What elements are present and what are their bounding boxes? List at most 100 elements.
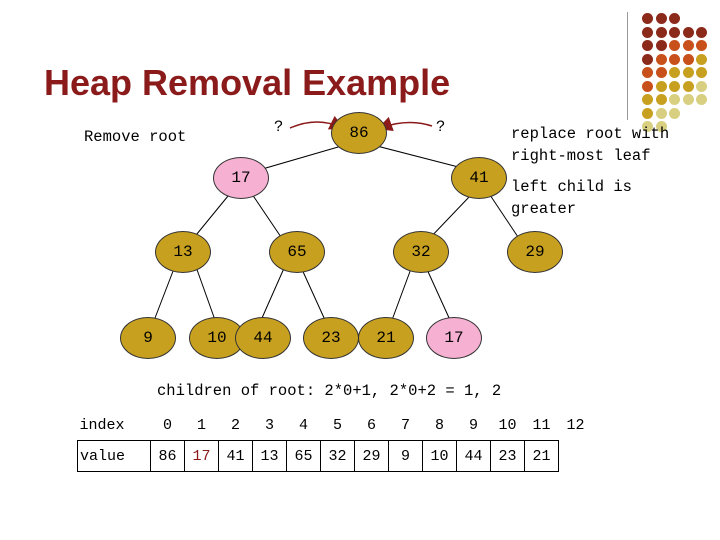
decorative-dot (682, 67, 694, 78)
tree-node-65: 65 (269, 231, 325, 273)
edge-86-17 (251, 144, 346, 173)
index-cell: 0 (162, 416, 172, 434)
decorative-dot (669, 53, 680, 65)
note-greater-line1: left child is (511, 178, 632, 196)
index-cell: 2 (230, 416, 240, 434)
index-cell: 11 (532, 416, 551, 434)
note-greater-line2: greater (511, 200, 577, 218)
decorative-dot (696, 53, 707, 65)
tree-node-13: 13 (155, 231, 211, 273)
edge-13-10 (194, 263, 216, 321)
index-cell: 9 (468, 416, 478, 434)
tree-node-32: 32 (393, 231, 449, 273)
index-cell: 8 (434, 416, 444, 434)
edge-17-65 (251, 193, 284, 241)
value-cell: 21 (524, 440, 559, 472)
value-row: value 86 17 41 13 65 32 29 9 10 44 23 21 (77, 440, 594, 472)
question-mark-left: ? (274, 118, 284, 136)
value-cell: 86 (150, 440, 185, 472)
index-header: index (79, 416, 125, 434)
decorative-dot (682, 40, 694, 51)
edge-41-32 (427, 195, 471, 241)
decorative-dot (642, 53, 653, 65)
index-cell: 6 (366, 416, 376, 434)
question-mark-right: ? (436, 118, 446, 136)
decorative-dot (655, 80, 667, 92)
heap-array-table: index 0 1 2 3 4 5 6 7 8 9 10 11 12 value… (77, 410, 594, 472)
decorative-dot (642, 80, 653, 92)
value-cell (559, 441, 594, 472)
value-cell: 29 (354, 440, 389, 472)
tree-node-root: 86 (331, 112, 387, 154)
value-cell: 32 (320, 440, 355, 472)
decorative-dot (669, 67, 680, 78)
note-replace-line1: replace root with (511, 125, 670, 143)
tree-node-29: 29 (507, 231, 563, 273)
tree-node-44: 44 (235, 317, 291, 359)
value-cell: 65 (286, 440, 321, 472)
value-cell: 41 (218, 440, 253, 472)
remove-root-label: Remove root (84, 128, 187, 146)
decorative-dot (655, 107, 667, 119)
index-row: index 0 1 2 3 4 5 6 7 8 9 10 11 12 (78, 410, 594, 441)
edge-65-23 (299, 264, 326, 321)
decorative-dot (655, 121, 667, 132)
decorative-dot (655, 94, 667, 105)
arrow-right-question (377, 116, 433, 132)
tree-node-21: 21 (358, 317, 414, 359)
decorative-dot (642, 107, 653, 119)
decorative-dot (642, 26, 653, 38)
decorative-dot (669, 40, 680, 51)
decorative-dot (642, 13, 653, 24)
decorative-dot (669, 26, 680, 38)
index-cell: 4 (298, 416, 308, 434)
decorative-dot (642, 94, 653, 105)
tree-node-left-child: 17 (213, 157, 269, 199)
value-header: value (77, 440, 151, 472)
tree-node-23: 23 (303, 317, 359, 359)
index-cell: 1 (196, 416, 206, 434)
tree-node-17-leaf: 17 (426, 317, 482, 359)
index-cell: 12 (566, 416, 585, 434)
decorative-dot (682, 94, 694, 105)
decorative-dot (696, 40, 707, 51)
decorative-dot (682, 26, 694, 38)
decorative-dot (669, 13, 680, 24)
decorative-dot (655, 40, 667, 51)
value-cell: 44 (456, 440, 491, 472)
edge-13-9 (154, 265, 176, 319)
decorative-dot (642, 40, 653, 51)
slide-title: Heap Removal Example (44, 62, 451, 103)
decorative-dot (696, 94, 707, 105)
value-cell: 10 (422, 440, 457, 472)
value-cell: 17 (184, 440, 219, 472)
decorative-dot (642, 67, 653, 78)
decorative-dot (655, 53, 667, 65)
decorative-dot (655, 26, 667, 38)
value-cell: 9 (388, 440, 423, 472)
decorative-dot (669, 80, 680, 92)
value-cell: 23 (490, 440, 525, 472)
decorative-dot (696, 67, 707, 78)
decorative-dot (682, 53, 694, 65)
index-cell: 3 (264, 416, 274, 434)
edge-86-41 (372, 144, 471, 171)
edge-65-44 (261, 265, 286, 319)
tree-node-9: 9 (120, 317, 176, 359)
index-cell: 7 (400, 416, 410, 434)
children-formula: children of root: 2*0+1, 2*0+2 = 1, 2 (157, 382, 502, 400)
decorative-dot (696, 80, 707, 92)
decorative-dot (696, 26, 707, 38)
tree-node-right-child: 41 (451, 157, 507, 199)
decorative-dot (655, 67, 667, 78)
decorative-dot (682, 80, 694, 92)
decorative-dot (655, 13, 667, 24)
index-cell: 10 (498, 416, 517, 434)
edge-32-21 (391, 265, 413, 321)
divider-line (627, 12, 628, 120)
edge-17-13 (191, 195, 229, 241)
decorative-dot (669, 94, 680, 105)
value-cell: 13 (252, 440, 287, 472)
edge-41-29 (489, 194, 521, 241)
